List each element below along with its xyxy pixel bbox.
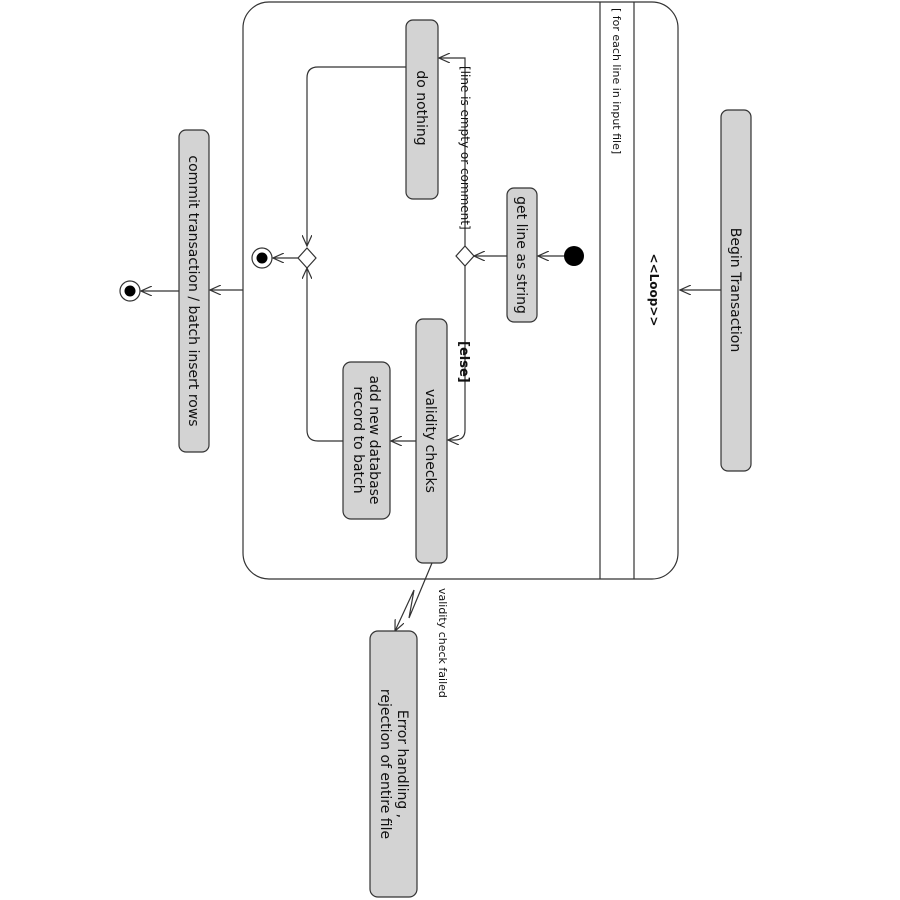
commit-node: commit transaction / batch insert rows — [178, 129, 210, 453]
edge-decision-to-validity — [448, 266, 466, 440]
svg-text:rejection of entire file: rejection of entire file — [377, 689, 393, 839]
error-handling-node: Error handling , rejection of entire fil… — [369, 630, 418, 898]
svg-text:Error handling ,: Error handling , — [394, 710, 410, 818]
guard-validity-failed: validity check failed — [436, 588, 449, 698]
validity-checks-node: validity checks — [415, 318, 448, 564]
svg-text:record to batch: record to batch — [350, 386, 366, 493]
final-node — [119, 280, 141, 302]
loop-stereotype-label: <<Loop>> — [647, 254, 661, 327]
svg-text:get line as string: get line as string — [513, 196, 529, 314]
svg-text:add new database: add new database — [366, 375, 382, 504]
initial-node — [564, 246, 584, 266]
guard-else: [else] — [456, 341, 471, 383]
svg-text:do nothing: do nothing — [413, 70, 429, 145]
loop-condition-label: [ for each line in input file] — [610, 8, 623, 154]
merge-diamond — [297, 247, 317, 269]
edge-do-nothing-to-merge — [307, 66, 406, 246]
get-line-node: get line as string — [506, 187, 538, 323]
svg-text:Begin Transaction: Begin Transaction — [727, 228, 743, 352]
do-nothing-node: do nothing — [405, 19, 439, 200]
guard-empty-or-comment: [line is empty or comment] — [458, 66, 472, 230]
edge-validity-failed — [395, 562, 433, 631]
begin-transaction-node: Begin Transaction — [720, 109, 752, 472]
edge-decision-to-do-nothing — [439, 58, 466, 246]
edge-add-record-to-merge — [307, 268, 343, 442]
loop-final-node — [251, 247, 273, 269]
add-record-node: add new database record to batch — [342, 361, 391, 520]
svg-text:validity checks: validity checks — [422, 389, 438, 493]
svg-text:commit transaction / batch ins: commit transaction / batch insert rows — [185, 155, 201, 426]
